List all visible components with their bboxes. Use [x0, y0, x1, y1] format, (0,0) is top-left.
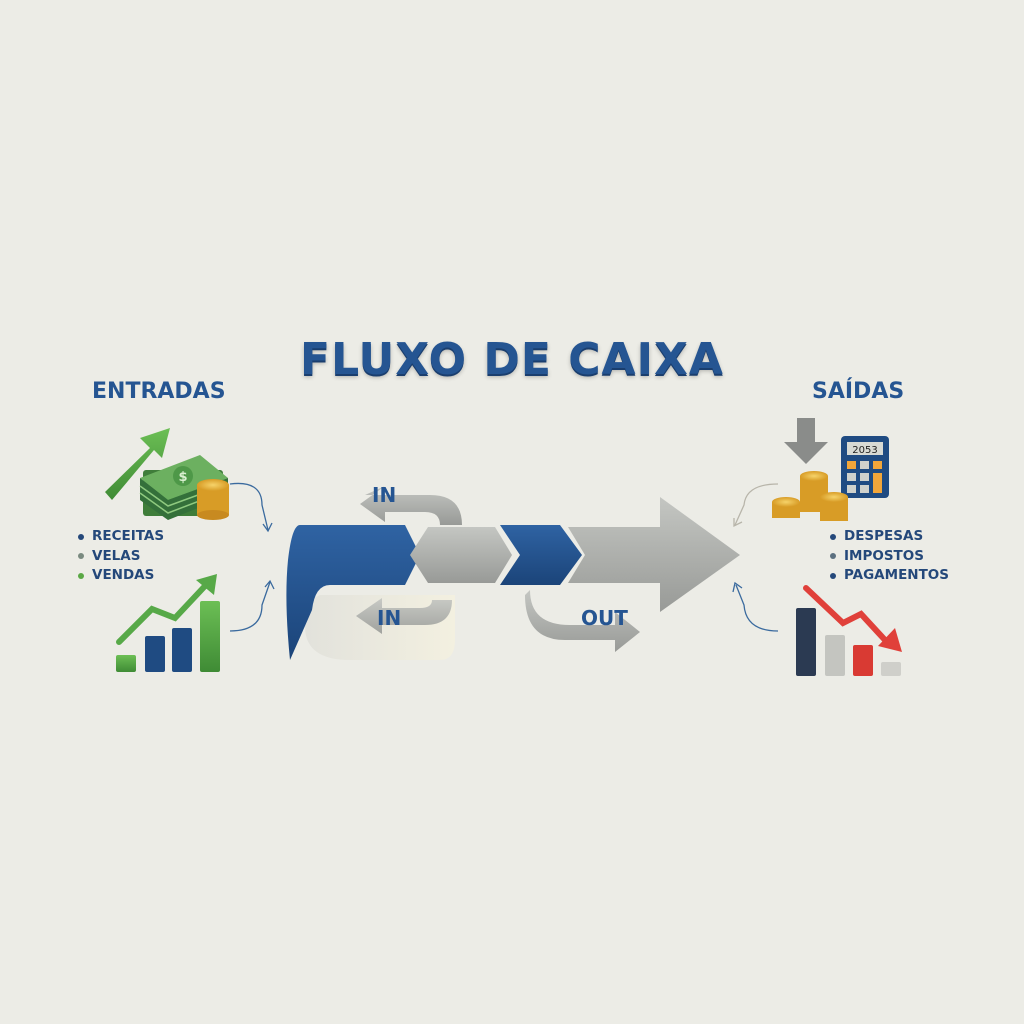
item-label: DESPESAS — [844, 528, 924, 544]
connector-arrow — [734, 483, 779, 526]
list-item: RECEITAS — [78, 527, 164, 547]
bullet-icon — [830, 533, 836, 540]
in-bottom-label: IN — [377, 606, 402, 630]
item-label: VENDAS — [92, 567, 155, 583]
entradas-list: RECEITAS VELAS VENDAS — [78, 527, 164, 586]
bullet-icon — [78, 553, 84, 560]
list-item: DESPESAS — [830, 527, 949, 547]
expenses-coins-calculator-icon: 2053 — [772, 418, 889, 521]
list-item: VELAS — [78, 547, 164, 567]
page-title: FLUXO DE CAIXA — [300, 334, 724, 385]
bullet-icon — [78, 533, 84, 540]
entradas-heading: ENTRADAS — [92, 379, 226, 404]
bullet-icon — [830, 553, 836, 560]
list-item: PAGAMENTOS — [830, 566, 949, 586]
cash-flow-loop — [286, 486, 740, 660]
in-top-label: IN — [372, 483, 397, 507]
item-label: VELAS — [92, 547, 141, 564]
item-label: RECEITAS — [92, 528, 165, 544]
connector-arrow — [735, 584, 779, 632]
item-label: IMPOSTOS — [844, 547, 924, 564]
bullet-icon — [78, 572, 84, 579]
list-item: IMPOSTOS — [830, 547, 949, 567]
calculator-display: 2053 — [852, 445, 877, 456]
decline-chart-icon — [796, 585, 902, 676]
list-item: VENDAS — [78, 566, 164, 586]
out-label: OUT — [581, 606, 628, 630]
saidas-heading: SAÍDAS — [812, 379, 905, 404]
connector-arrow — [229, 581, 271, 632]
bullet-icon — [830, 572, 836, 579]
svg-text:$: $ — [178, 470, 187, 485]
money-growth-icon: $ — [105, 428, 229, 520]
item-label: PAGAMENTOS — [844, 567, 949, 583]
saidas-list: DESPESAS IMPOSTOS PAGAMENTOS — [830, 527, 949, 586]
connector-arrow — [229, 482, 269, 531]
growth-chart-icon — [116, 574, 220, 672]
